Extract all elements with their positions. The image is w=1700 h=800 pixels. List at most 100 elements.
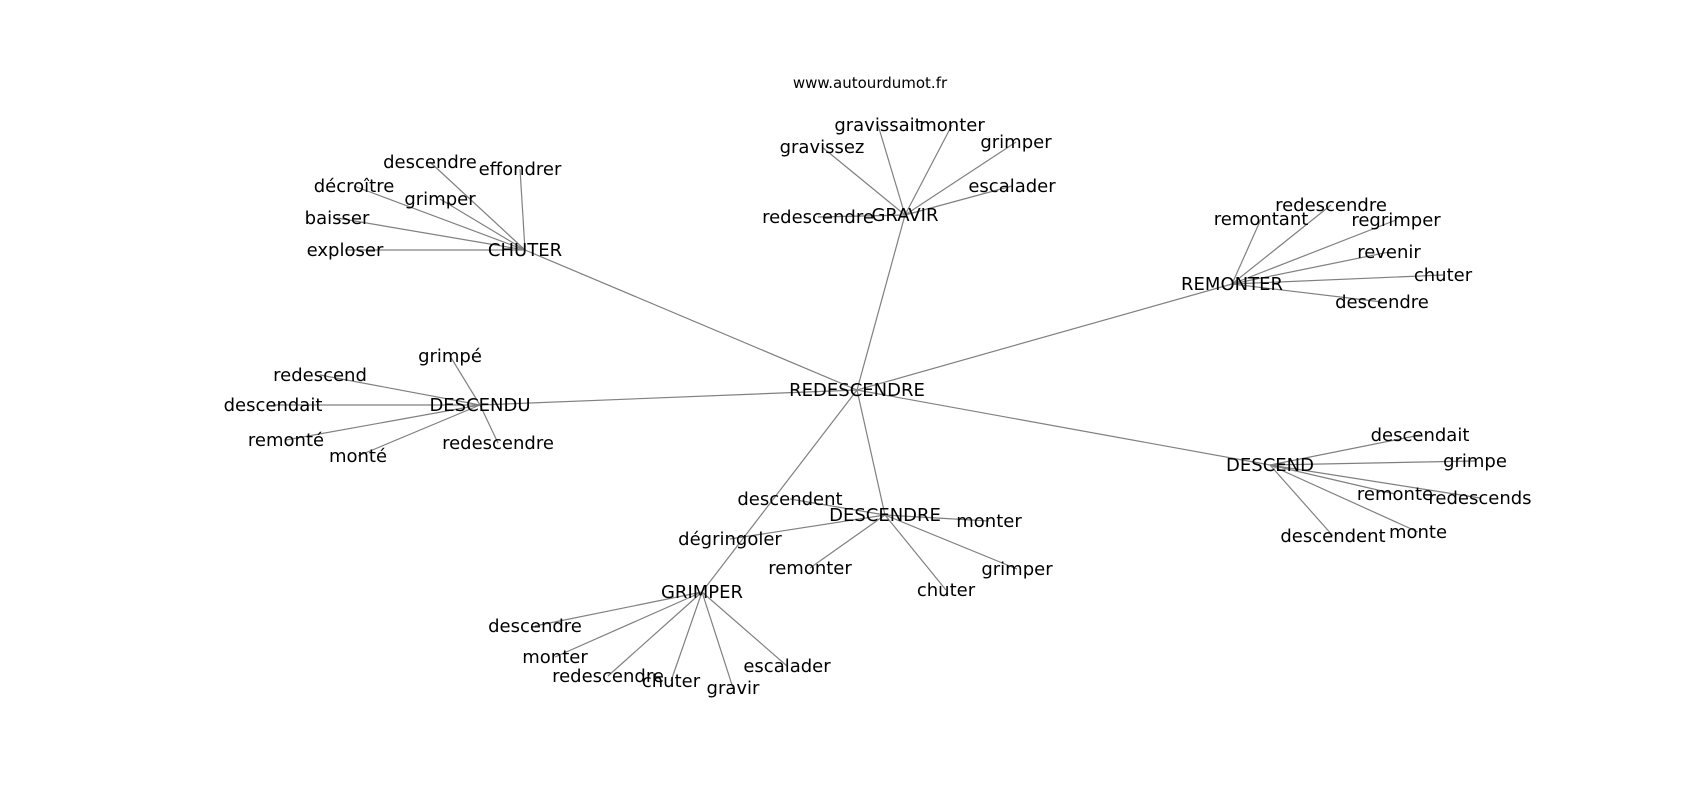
leaf-node-chuter-2: décroître — [314, 176, 395, 197]
leaf-node-grimper-1: monter — [522, 647, 588, 668]
edge-gravir-leaf-1 — [904, 124, 953, 216]
edge-chuter-leaf-4 — [336, 217, 526, 251]
hub-node-descendre: DESCENDRE — [829, 505, 941, 526]
edge-descendre-leaf-5 — [884, 514, 947, 591]
edge-chuter-leaf-0 — [429, 161, 526, 251]
leaf-node-remonter-5: descendre — [1335, 292, 1429, 313]
leaf-node-chuter-3: grimper — [404, 189, 476, 210]
edge-chuter-leaf-2 — [353, 185, 526, 251]
edge-remonter-leaf-1 — [1231, 218, 1262, 285]
edge-remonter-leaf-2 — [1231, 219, 1397, 285]
edge-descendre-leaf-2 — [729, 514, 886, 540]
hub-node-remonter: REMONTER — [1181, 274, 1283, 295]
leaf-node-descendu-4: monté — [329, 446, 387, 467]
edge-descendu-leaf-0 — [449, 355, 481, 406]
graph-labels: www.autourdumot.fr REDESCENDRE CHUTER desc… — [224, 74, 1532, 699]
leaf-node-descendu-3: remonté — [248, 430, 324, 451]
graph-edges — [273, 124, 1481, 689]
hub-node-chuter: CHUTER — [488, 240, 562, 261]
leaf-node-descendu-1: redescend — [273, 365, 367, 386]
leaf-node-descend-1: grimpe — [1443, 451, 1507, 472]
leaf-node-grimper-4: chuter — [642, 671, 701, 692]
leaf-node-gravir-4: escalader — [968, 176, 1056, 197]
hub-node-gravir: GRAVIR — [871, 205, 938, 226]
leaf-node-chuter-4: baisser — [305, 208, 370, 229]
edge-grimper-leaf-1 — [554, 591, 703, 658]
edge-center-remonter — [856, 283, 1233, 391]
edge-remonter-leaf-0 — [1231, 204, 1332, 285]
edge-remonter-leaf-5 — [1231, 283, 1383, 303]
leaf-node-grimper-2: escalader — [743, 656, 831, 677]
edge-descend-leaf-2 — [1269, 464, 1396, 495]
center-node: REDESCENDRE — [789, 380, 925, 401]
edge-grimper-leaf-2 — [701, 591, 788, 667]
edge-center-gravir — [856, 214, 906, 391]
edge-descend-leaf-0 — [1269, 434, 1421, 466]
edge-center-descendre — [856, 389, 886, 516]
leaf-node-gravir-5: redescendre — [762, 207, 874, 228]
leaf-node-chuter-1: effondrer — [479, 159, 562, 180]
edge-grimper-leaf-3 — [607, 591, 703, 677]
leaf-node-descendu-2: descendait — [224, 395, 323, 416]
leaf-node-descend-2: remonte — [1357, 484, 1433, 505]
edge-descendre-leaf-4 — [884, 514, 1018, 570]
edge-chuter-leaf-1 — [519, 168, 526, 251]
leaf-node-descendre-3: remonter — [768, 558, 852, 579]
leaf-node-descendre-0: descendent — [737, 489, 842, 510]
edge-descendre-leaf-0 — [789, 498, 886, 516]
edge-center-chuter — [524, 249, 858, 391]
leaf-node-gravir-2: gravissez — [780, 137, 865, 158]
leaf-node-remonter-0: redescendre — [1275, 195, 1387, 216]
hub-node-grimper: GRIMPER — [661, 582, 743, 603]
leaf-node-descendre-4: grimper — [981, 559, 1053, 580]
edge-descendre-leaf-1 — [884, 514, 990, 522]
leaf-node-remonter-3: revenir — [1357, 242, 1421, 263]
leaf-node-descend-5: monte — [1389, 522, 1447, 543]
leaf-node-chuter-0: descendre — [383, 152, 477, 173]
leaf-node-grimper-5: gravir — [707, 678, 761, 699]
site-url: www.autourdumot.fr — [793, 74, 948, 92]
leaf-node-grimper-0: descendre — [488, 616, 582, 637]
leaf-node-gravir-3: grimper — [980, 132, 1052, 153]
edge-center-grimper — [701, 389, 858, 593]
leaf-node-grimper-3: redescendre — [552, 666, 664, 687]
edge-descendre-leaf-3 — [809, 514, 886, 569]
leaf-node-descend-3: redescends — [1428, 488, 1531, 509]
leaf-node-descendu-5: redescendre — [442, 433, 554, 454]
edge-gravir-leaf-0 — [877, 124, 906, 216]
leaf-node-descend-0: descendait — [1371, 425, 1470, 446]
hub-node-descendu: DESCENDU — [429, 395, 530, 416]
edge-gravir-leaf-3 — [904, 141, 1017, 216]
edge-descendu-leaf-4 — [357, 404, 481, 457]
edge-gravir-leaf-4 — [904, 185, 1013, 216]
leaf-node-descendre-5: chuter — [917, 580, 976, 601]
leaf-node-gravir-1: monter — [919, 115, 985, 136]
hub-node-descend: DESCEND — [1226, 455, 1314, 476]
edge-descend-leaf-1 — [1269, 460, 1476, 466]
edge-chuter-leaf-3 — [439, 198, 526, 251]
edge-gravir-leaf-5 — [817, 214, 906, 218]
edge-gravir-leaf-2 — [821, 146, 906, 216]
leaf-node-descendre-1: monter — [956, 511, 1022, 532]
edge-descendu-leaf-3 — [285, 404, 481, 441]
leaf-node-descend-4: descendent — [1280, 526, 1385, 547]
edge-remonter-leaf-3 — [1231, 251, 1390, 285]
edge-center-descendu — [479, 389, 858, 406]
leaf-node-remonter-1: remontant — [1214, 209, 1309, 230]
edge-descendu-leaf-1 — [319, 374, 481, 406]
leaf-node-remonter-2: regrimper — [1351, 210, 1441, 231]
leaf-node-descendu-0: grimpé — [418, 346, 482, 367]
edge-descend-leaf-3 — [1269, 464, 1481, 499]
edge-descend-leaf-4 — [1269, 464, 1334, 537]
edge-descend-leaf-5 — [1269, 464, 1419, 533]
leaf-node-remonter-4: chuter — [1414, 265, 1473, 286]
edge-descendu-leaf-5 — [479, 404, 499, 444]
edge-grimper-leaf-5 — [701, 591, 734, 689]
edge-center-descend — [856, 389, 1271, 466]
leaf-node-descendre-2: dégringoler — [678, 529, 782, 550]
leaf-node-gravir-0: gravissait — [834, 115, 921, 136]
leaf-node-chuter-5: exploser — [307, 240, 384, 261]
edge-grimper-leaf-0 — [534, 591, 703, 627]
edge-remonter-leaf-4 — [1231, 274, 1444, 285]
